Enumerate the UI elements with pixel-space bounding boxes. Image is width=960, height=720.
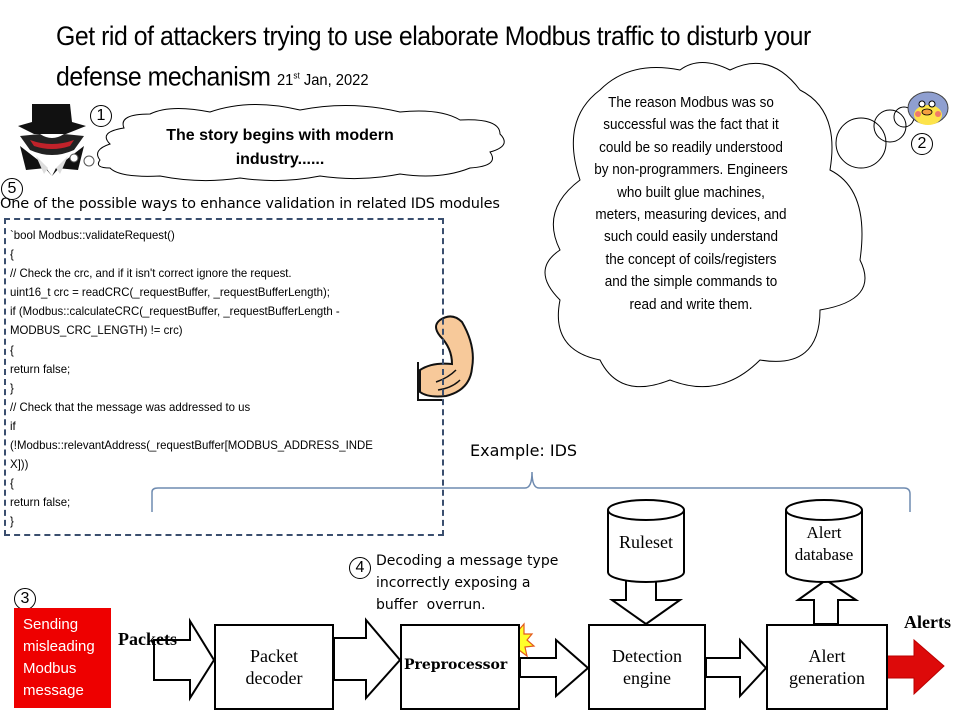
- title-line-1: Get rid of attackers trying to use elabo…: [56, 21, 811, 51]
- attack-note: Decoding a message type incorrectly expo…: [376, 550, 606, 616]
- attacker-line: message: [23, 682, 84, 699]
- code-line: if: [10, 418, 16, 433]
- code-line: {: [10, 476, 14, 491]
- arrow-alertgen-database: [794, 578, 860, 625]
- code-line: return false;: [10, 495, 71, 510]
- example-ids-label: Example: IDS: [470, 441, 578, 460]
- step-marker-5: 5: [1, 178, 23, 200]
- preprocessor-block: Preprocessor: [400, 624, 520, 710]
- arrow-detection-alertgen: [705, 637, 768, 699]
- block-label: Alert: [808, 646, 846, 666]
- packets-label: Packets: [118, 629, 177, 649]
- code-line: {: [10, 247, 14, 262]
- code-line: }: [10, 514, 14, 529]
- block-label: decoder: [245, 668, 303, 688]
- packets-arrow: [153, 617, 216, 702]
- step-marker-4: 4: [349, 557, 371, 579]
- code-line: // Check that the message was addressed …: [10, 399, 251, 414]
- step-marker-2: 2: [911, 133, 933, 155]
- thought-bubbles: [835, 106, 915, 169]
- page-title: Get rid of attackers trying to use elabo…: [56, 16, 960, 101]
- block-label: Packet: [250, 646, 298, 666]
- penguin-mascot-icon: [907, 91, 949, 125]
- code-line: if (Modbus::calculateCRC(_requestBuffer,…: [10, 304, 340, 319]
- code-line: // Check the crc, and if it isn't correc…: [10, 266, 292, 281]
- code-line: X])): [10, 457, 29, 472]
- code-line: MODBUS_CRC_LENGTH) != crc): [10, 323, 183, 338]
- title-line-2: defense mechanism 21st Jan, 2022: [56, 56, 960, 101]
- code-line: }: [10, 380, 14, 395]
- hacker-icon: [18, 104, 95, 176]
- code-line: return false;: [10, 361, 71, 376]
- ids-brace: [151, 471, 911, 512]
- thought-cloud-text: The reason Modbus was so successful was …: [594, 95, 788, 313]
- arrow-decoder-preprocessor: [333, 617, 402, 701]
- attacker-message-box: Sending misleading Modbus message: [14, 608, 111, 708]
- code-line: (!Modbus::relevantAddress(_requestBuffer…: [10, 438, 373, 453]
- attacker-line: Modbus: [23, 660, 77, 677]
- block-label: Alert: [806, 523, 842, 542]
- attack-note-line: Decoding a message type: [376, 553, 559, 569]
- code-line: uint16_t crc = readCRC(_requestBuffer, _…: [10, 285, 330, 300]
- attacker-line: Sending: [23, 616, 79, 633]
- date-rest: Jan, 2022: [299, 72, 369, 90]
- date-label: 21st Jan, 2022: [276, 71, 369, 90]
- attack-note-line: buffer overrun.: [376, 597, 486, 613]
- attack-note-line: incorrectly exposing a: [376, 575, 531, 591]
- story-bubble-cloud: [97, 104, 505, 182]
- ids-pipeline: [153, 499, 863, 702]
- date-suffix: st: [293, 71, 300, 81]
- block-label: Preprocessor: [404, 657, 508, 673]
- code-listing: `bool Modbus::validateRequest() { // Che…: [10, 226, 419, 532]
- block-label: Detection: [612, 646, 682, 666]
- arrow-preprocessor-detection: [519, 637, 590, 699]
- title-line-2-text: defense mechanism: [56, 61, 271, 92]
- date-day: 21: [276, 72, 294, 90]
- ruleset-cylinder: [607, 499, 685, 583]
- story-bubble-text: The story begins with modern industry...…: [166, 127, 394, 168]
- validation-caption: One of the possible ways to enhance vali…: [0, 196, 500, 212]
- alerts-label: Alerts: [904, 612, 951, 632]
- step-marker-3: 3: [14, 588, 36, 610]
- alerts-output-arrow: [886, 638, 945, 696]
- alert-database-cylinder: [785, 499, 863, 583]
- alert-database-label: Alert database: [786, 522, 862, 566]
- attacker-line: misleading: [23, 638, 95, 655]
- thought-cloud: [544, 62, 866, 388]
- block-label: database: [794, 545, 854, 564]
- block-label: engine: [623, 668, 671, 688]
- arrow-ruleset-detection: [608, 579, 684, 626]
- step-marker-1: 1: [90, 105, 112, 127]
- block-label: generation: [789, 668, 865, 688]
- code-line: `bool Modbus::validateRequest(): [10, 228, 175, 242]
- code-box: [4, 218, 444, 536]
- ruleset-label: Ruleset: [619, 532, 673, 552]
- code-line: {: [10, 342, 14, 357]
